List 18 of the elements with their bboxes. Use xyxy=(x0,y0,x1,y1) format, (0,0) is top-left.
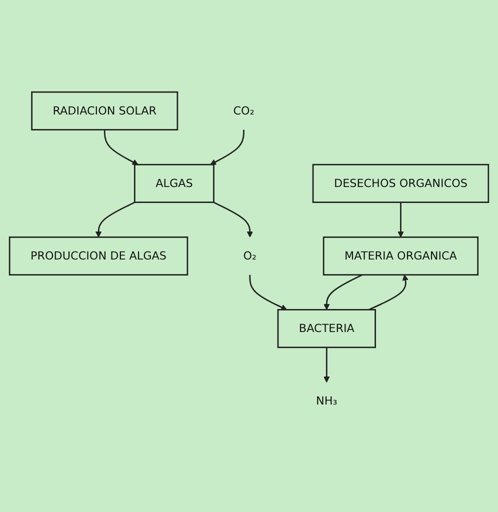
node-box: RADIACION SOLAR xyxy=(31,91,178,130)
arrow xyxy=(104,130,138,165)
arrow xyxy=(95,202,136,238)
node-text: O₂ xyxy=(243,249,257,262)
arrow xyxy=(210,130,244,165)
arrow xyxy=(324,347,330,383)
arrow xyxy=(398,202,404,238)
node-text: CO₂ xyxy=(233,104,254,118)
arrow xyxy=(249,274,288,310)
arrow xyxy=(368,274,408,310)
node-text: NH₃ xyxy=(316,394,338,408)
node-box: PRODUCCION DE ALGAS xyxy=(8,236,188,276)
arrow xyxy=(213,202,253,238)
node-box: BACTERIA xyxy=(277,309,376,348)
arrow xyxy=(324,274,363,310)
node-box: ALGAS xyxy=(134,164,214,203)
node-box: DESECHOS ORGANICOS xyxy=(312,164,490,203)
node-box: MATERIA ORGANICA xyxy=(322,236,479,276)
